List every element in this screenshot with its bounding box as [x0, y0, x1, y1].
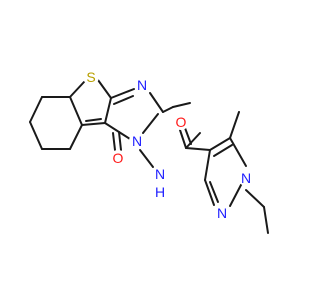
- nh-n-label: N: [155, 166, 165, 182]
- ring-n-label: N: [132, 133, 142, 149]
- thiophene-ring: [69, 79, 112, 126]
- ring-carbonyl: [112, 131, 122, 151]
- amide-oxygen: O: [173, 114, 189, 130]
- ring-carbonyl-oxygen: O: [110, 150, 126, 166]
- pyrimidine-n-label: N: [137, 77, 147, 93]
- amide-linker: [139, 132, 211, 168]
- pyrimidine-n-atom: N: [134, 77, 150, 93]
- amide-o-label: O: [176, 114, 187, 130]
- pyrimidinone-ring: [104, 88, 191, 140]
- pyrazole-ring: [204, 111, 269, 234]
- pyrazole-n2-atom: N: [214, 205, 230, 221]
- molecule-structure: S N N O N H O N N: [29, 69, 269, 234]
- atom-labels: S N N O N H O N N: [83, 69, 254, 221]
- pyrazole-n2-label: N: [217, 205, 227, 221]
- ring-n-atom: N: [129, 133, 145, 149]
- sulfur-atom: S: [83, 69, 99, 85]
- pyrazole-n1-atom: N: [238, 170, 254, 186]
- nh-h-label: H: [155, 184, 165, 200]
- pyrazole-n1-label: N: [241, 170, 251, 186]
- nh-atom: N H: [152, 166, 168, 200]
- cyclohexane-ring: [29, 96, 83, 150]
- amide-carbonyl: [179, 127, 192, 149]
- ring-o-label: O: [113, 150, 124, 166]
- sulfur-label: S: [86, 69, 95, 85]
